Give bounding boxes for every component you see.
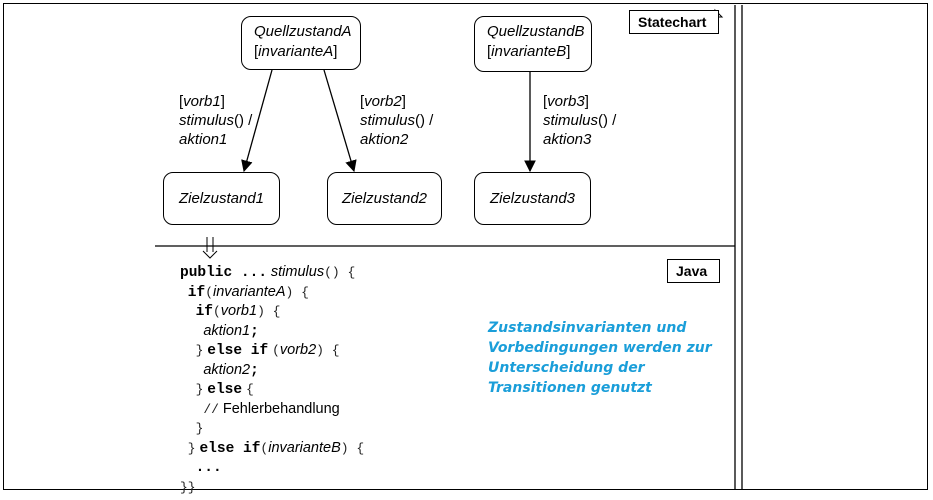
state-invariant: [invarianteA] <box>254 43 338 60</box>
state-name: QuellzustandA <box>254 23 352 40</box>
implication-arrow-head <box>202 250 218 259</box>
note-line: Transitionen genutzt <box>488 380 652 396</box>
state-name: Zielzustand3 <box>489 189 576 207</box>
note-line: Unterscheidung der <box>488 360 645 376</box>
note-line: Vorbedingungen werden zur <box>488 340 712 356</box>
note-line: Zustandsinvarianten und <box>488 320 687 336</box>
state-quellzustand-b: QuellzustandB [invarianteB] <box>474 16 592 72</box>
transition-label-2: [vorb2] stimulus() / aktion2 <box>360 93 434 148</box>
code-line: ... <box>195 460 222 476</box>
code-line: // Fehlerbehandlung <box>203 400 340 417</box>
annotation-note: Zustandsinvarianten und Vorbedingungen w… <box>488 318 712 398</box>
code-line: aktion1; <box>203 322 259 340</box>
state-zielzustand-1: Zielzustand1 <box>163 172 280 225</box>
transition-label-3: [vorb3] stimulus() / aktion3 <box>543 93 617 148</box>
state-quellzustand-a: QuellzustandA [invarianteA] <box>241 16 361 70</box>
figure-frame <box>3 3 928 490</box>
state-name: QuellzustandB <box>487 23 585 40</box>
state-invariant: [invarianteB] <box>487 43 571 60</box>
code-line: if(vorb1) { <box>195 303 281 320</box>
code-line: } else if(invarianteB) { <box>187 439 365 457</box>
code-line: if(invarianteA) { <box>187 283 309 301</box>
transition-label-1: [vorb1] stimulus() / aktion1 <box>179 93 253 148</box>
statechart-tag: Statechart <box>629 10 720 34</box>
state-name: Zielzustand2 <box>341 189 428 207</box>
code-line: } else if (vorb2) { <box>195 342 340 359</box>
state-zielzustand-2: Zielzustand2 <box>327 172 442 225</box>
code-line: public ... stimulus() { <box>180 264 356 281</box>
state-zielzustand-3: Zielzustand3 <box>474 172 591 225</box>
code-line: }} <box>180 479 196 495</box>
transition-arrow-2 <box>323 69 357 173</box>
code-line: } <box>195 421 204 436</box>
transition-arrow-1 <box>241 69 273 173</box>
java-code: public ... stimulus() { if(invarianteA) … <box>180 262 364 496</box>
java-tag: Java <box>667 259 721 283</box>
code-line: } else { <box>195 382 254 398</box>
code-line: aktion2; <box>203 361 259 379</box>
state-name: Zielzustand1 <box>178 189 265 207</box>
